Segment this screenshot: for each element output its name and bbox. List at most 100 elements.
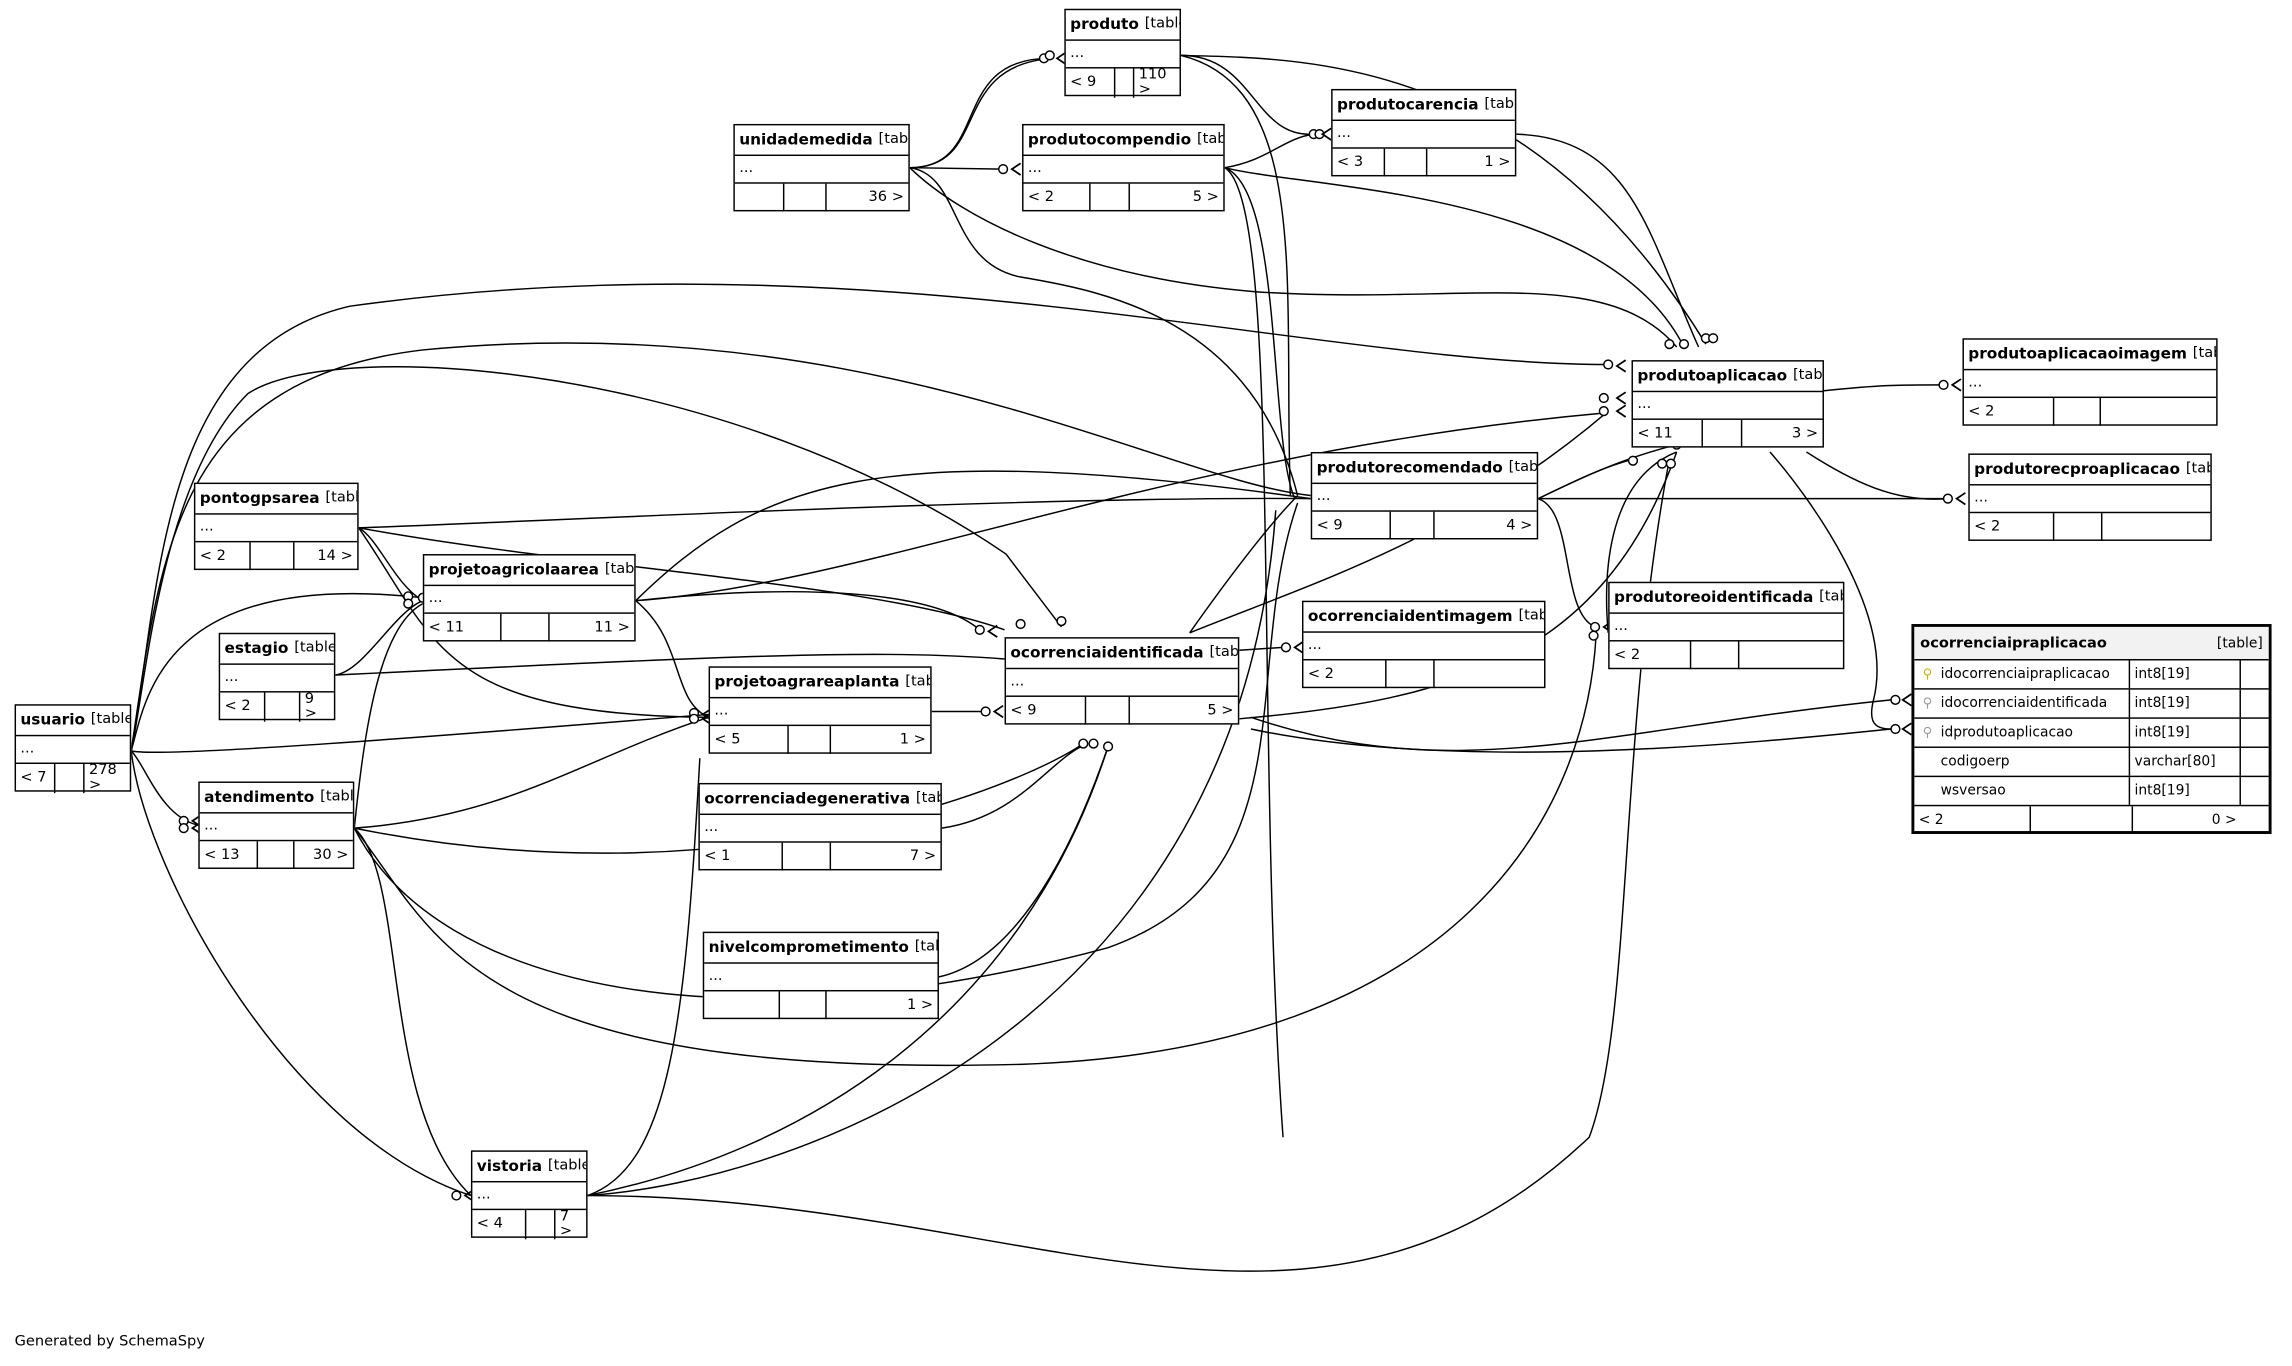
- table-name[interactable]: pontogpsarea: [199, 489, 320, 508]
- children-count[interactable]: 14 >: [317, 547, 353, 564]
- parents-count[interactable]: < 3: [1333, 148, 1386, 177]
- parents-count[interactable]: < 9: [1006, 696, 1087, 725]
- table-name[interactable]: ocorrenciaidentificada: [1010, 644, 1204, 662]
- relationship-line: [130, 750, 472, 1197]
- table-vistoria[interactable]: vistoria[table]...< 47 >: [470, 1150, 588, 1240]
- parents-count[interactable]: < 2: [220, 692, 266, 722]
- relationship-line: [635, 411, 1609, 602]
- table-produtoaplicacao[interactable]: produtoaplicacao[table]...< 113 >: [1631, 360, 1824, 448]
- table-name[interactable]: ocorrenciadegenerativa: [704, 789, 911, 808]
- parents-count[interactable]: < 2: [1970, 513, 2055, 541]
- table-produtorecomendado[interactable]: produtorecomendado[table]...< 94 >: [1310, 451, 1539, 540]
- table-name[interactable]: projetoagricolaarea: [428, 560, 600, 579]
- table-unidademedida[interactable]: unidademedida[table]...36 >: [733, 123, 910, 212]
- parents-count[interactable]: < 11: [424, 613, 502, 642]
- children-count[interactable]: 5 >: [1192, 188, 1219, 205]
- table-name[interactable]: projetoagrareaplanta: [714, 673, 900, 691]
- parents-count[interactable]: < 2: [1303, 660, 1387, 689]
- parents-count[interactable]: < 1: [700, 842, 783, 871]
- table-name[interactable]: estagio: [224, 639, 289, 658]
- table-pontogpsarea[interactable]: pontogpsarea[table]...< 214 >: [193, 482, 359, 571]
- children-count[interactable]: 278 >: [88, 762, 117, 794]
- table-name[interactable]: atendimento: [204, 788, 315, 806]
- parents-count[interactable]: < 4: [472, 1210, 527, 1240]
- table-ocorrenciaidentificada[interactable]: ocorrenciaidentificada[table]...< 95 >: [1004, 637, 1240, 725]
- parents-count[interactable]: < 2: [195, 542, 251, 571]
- optional-cardinality-marker: [974, 624, 985, 635]
- parents-count[interactable]: < 11: [1633, 419, 1703, 448]
- children-count[interactable]: 36 >: [868, 188, 904, 205]
- table-name[interactable]: unidademedida: [739, 130, 873, 149]
- children-count[interactable]: 110 >: [1138, 67, 1167, 98]
- children-count[interactable]: 30 >: [313, 846, 349, 863]
- parents-count[interactable]: < 2: [1914, 806, 2031, 834]
- table-header: projetoagricolaarea[table]: [424, 555, 635, 587]
- table-ocorrenciaipraplicacao[interactable]: ocorrenciaipraplicacao [table] ⚲idocorre…: [1911, 624, 2272, 834]
- table-estagio[interactable]: estagio[table]...< 29 >: [218, 632, 336, 722]
- table-kind: [table]: [90, 711, 130, 728]
- parents-count[interactable]: < 9: [1312, 511, 1391, 540]
- children-count[interactable]: 3 >: [1791, 425, 1819, 442]
- table-produtocarencia[interactable]: produtocarencia[table]...< 31 >: [1331, 88, 1517, 177]
- children-count[interactable]: 1 >: [899, 731, 926, 748]
- children-count[interactable]: [1435, 660, 1544, 688]
- table-ocorrenciaidentimagem[interactable]: ocorrenciaidentimagem[table]...< 2: [1301, 600, 1546, 689]
- table-name[interactable]: produtoaplicacaoimagem: [1968, 345, 2187, 363]
- table-footer: < 9 4 >: [1312, 511, 1537, 540]
- table-name[interactable]: produtocompendio: [1027, 130, 1192, 149]
- table-produtorecproaplicacao[interactable]: produtorecproaplicacao[table]...< 2: [1968, 453, 2212, 541]
- children-count[interactable]: 7 >: [909, 847, 937, 864]
- table-ocorrenciadegenerativa[interactable]: ocorrenciadegenerativa[table]...< 17 >: [698, 782, 942, 871]
- parents-count[interactable]: < 2: [1610, 641, 1692, 670]
- table-produtocompendio[interactable]: produtocompendio[table]...< 25 >: [1022, 123, 1225, 212]
- parents-count[interactable]: < 2: [1964, 398, 2055, 426]
- parents-count[interactable]: < 9: [1066, 68, 1116, 98]
- footer-middle: [780, 991, 827, 1020]
- children-count[interactable]: 0 >: [2211, 812, 2237, 829]
- children-count[interactable]: [1739, 642, 1843, 670]
- parents-count[interactable]: < 2: [1024, 183, 1091, 212]
- table-produtoaplicacaoimagem[interactable]: produtoaplicacaoimagem[table]...< 2: [1962, 338, 2218, 426]
- table-name[interactable]: produtocarencia: [1336, 95, 1479, 114]
- optional-cardinality-marker: [980, 706, 991, 717]
- table-name[interactable]: produtorecproaplicacao: [1974, 460, 2181, 478]
- table-name[interactable]: vistoria: [476, 1157, 543, 1175]
- table-name[interactable]: produtoreoidentificada: [1614, 588, 1814, 607]
- parents-count[interactable]: < 5: [710, 726, 789, 754]
- many-cardinality-marker: [1320, 127, 1332, 141]
- table-name[interactable]: produtorecomendado: [1316, 458, 1503, 477]
- children-count[interactable]: [2101, 398, 2216, 426]
- children-count[interactable]: [2102, 513, 2210, 541]
- table-name[interactable]: usuario: [20, 711, 85, 729]
- table-name[interactable]: produto: [1070, 15, 1139, 34]
- table-name[interactable]: nivelcomprometimento: [708, 938, 909, 957]
- relationship-line: [941, 742, 1088, 829]
- table-nivelcomprometimento[interactable]: nivelcomprometimento[table]...1 >: [702, 931, 939, 1020]
- children-count[interactable]: 1 >: [1484, 153, 1511, 170]
- table-name[interactable]: ocorrenciaidentimagem: [1307, 607, 1513, 626]
- children-count[interactable]: 5 >: [1207, 702, 1234, 719]
- children-count[interactable]: 7 >: [559, 1208, 573, 1240]
- parents-count[interactable]: < 13: [200, 841, 259, 869]
- children-count[interactable]: 9 >: [304, 691, 317, 722]
- parents-count[interactable]: < 7: [16, 763, 56, 794]
- children-count[interactable]: 11 >: [594, 618, 630, 635]
- table-projetoagrareaplanta[interactable]: projetoagrareaplanta[table]...< 51 >: [708, 666, 932, 754]
- table-name[interactable]: produtoaplicacao: [1637, 367, 1788, 385]
- relationship-line: [1224, 167, 1284, 1138]
- parents-count[interactable]: [704, 991, 781, 1020]
- parents-count[interactable]: [735, 183, 785, 212]
- children-count[interactable]: 4 >: [1506, 516, 1533, 533]
- table-produtoreoidentificada[interactable]: produtoreoidentificada[table]...< 2: [1608, 581, 1845, 670]
- children-count[interactable]: 1 >: [906, 996, 934, 1013]
